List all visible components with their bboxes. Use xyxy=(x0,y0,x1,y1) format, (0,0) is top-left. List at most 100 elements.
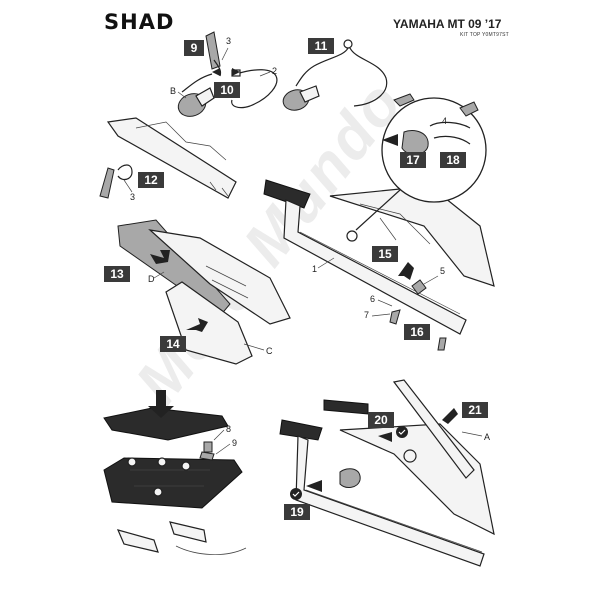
tool-12 xyxy=(99,167,115,199)
step-label-13: 13 xyxy=(110,267,124,281)
bike-outline-bottom xyxy=(175,545,247,555)
indicator-lamp-11-lens xyxy=(299,85,320,103)
brand-logo-text: SHAD xyxy=(104,10,175,34)
grab-ring-15 xyxy=(346,230,358,242)
step-badge-15: 15 xyxy=(372,246,398,262)
rack-top-20 xyxy=(323,399,369,415)
grab-handle-a xyxy=(392,379,475,479)
lamp-top-inset xyxy=(393,93,415,107)
bolt-hole-2 xyxy=(157,457,167,467)
step-badge-10: 10 xyxy=(214,82,240,98)
step-badge-19: 19 xyxy=(284,504,310,520)
grab-ring-20 xyxy=(403,449,417,463)
callout-3-left: 3 xyxy=(130,192,135,202)
rack-rail-edge xyxy=(299,231,461,315)
arrow-15 xyxy=(398,262,414,280)
arrow-14 xyxy=(186,318,208,332)
step-badge-11: 11 xyxy=(308,38,334,54)
group-rack-19-21 xyxy=(279,379,495,567)
bolt-8 xyxy=(203,441,213,453)
rack-rail-1 xyxy=(283,199,467,335)
frame-rail-12 xyxy=(106,117,237,199)
base-plate xyxy=(103,457,243,509)
wire-11 xyxy=(295,47,349,87)
rack-top-plate xyxy=(263,179,311,209)
callout-1: 1 xyxy=(312,264,317,274)
callout-6: 6 xyxy=(370,294,375,304)
step-label-20: 20 xyxy=(374,413,388,427)
wire-3 xyxy=(213,59,222,77)
step-label-21: 21 xyxy=(468,403,482,417)
group-frame-12 xyxy=(99,117,237,199)
wire-11b xyxy=(349,47,388,107)
step-badge-18: 18 xyxy=(440,152,466,168)
frame-lines-13 xyxy=(205,265,249,299)
arrow-20 xyxy=(378,432,392,442)
step-label-17: 17 xyxy=(406,153,420,167)
lamp-top-right xyxy=(459,101,479,117)
callout-leaders xyxy=(123,47,483,455)
spacer-5 xyxy=(411,279,427,295)
step-badge-16: 16 xyxy=(404,324,430,340)
bolt-hole-1 xyxy=(127,457,137,467)
base-plate-ribs xyxy=(130,469,210,487)
group-frame-13-14 xyxy=(117,219,291,365)
step-badge-13: 13 xyxy=(104,266,130,282)
washer-9 xyxy=(199,451,215,461)
check-icon-19 xyxy=(290,488,302,500)
frame-detail-12 xyxy=(135,121,227,161)
frame-body-13 xyxy=(148,229,291,325)
callout-3-top: 3 xyxy=(226,36,231,46)
group-rack-15-16 xyxy=(263,179,495,351)
frame-holes-12 xyxy=(209,181,229,197)
callout-a: A xyxy=(484,432,490,442)
wire-2 xyxy=(231,69,278,109)
step-badge-20: 20 xyxy=(368,412,394,428)
step-label-11: 11 xyxy=(315,39,328,53)
arrow-19 xyxy=(306,480,322,492)
step-badge-17: 17 xyxy=(400,152,426,168)
connector-tool xyxy=(205,31,221,70)
wire-b xyxy=(181,73,213,93)
arrow-17 xyxy=(382,134,398,146)
group-topcase-plate xyxy=(103,390,247,555)
step-badge-21: 21 xyxy=(462,402,488,418)
inset-leader xyxy=(355,189,401,231)
callout-7: 7 xyxy=(364,310,369,320)
step-badge-12: 12 xyxy=(138,172,164,188)
push-arrow-left xyxy=(212,68,220,76)
kit-code: KIT TOP Y0MT97ST xyxy=(460,32,509,38)
callout-b: B xyxy=(170,86,176,96)
indicator-inset xyxy=(401,130,429,155)
inset-wires xyxy=(429,121,471,145)
bolt-7 xyxy=(389,309,401,325)
callout-5: 5 xyxy=(440,266,445,276)
callout-d: D xyxy=(148,274,155,284)
callout-9: 9 xyxy=(232,438,237,448)
rack-rail-edge-19 xyxy=(305,489,483,553)
check-icon-20 xyxy=(396,426,408,438)
callout-8: 8 xyxy=(226,424,231,434)
group-inset-17-18 xyxy=(355,93,487,231)
arrow-down-plate xyxy=(148,390,174,418)
step-label-18: 18 xyxy=(446,153,460,167)
callout-4: 4 xyxy=(442,116,447,126)
step-label-16: 16 xyxy=(410,325,424,339)
step-label-9: 9 xyxy=(191,41,198,55)
arrow-13 xyxy=(150,250,170,264)
step-badge-14: 14 xyxy=(160,336,186,352)
arrow-21 xyxy=(442,408,458,424)
step-badges: 9 10 11 12 13 14 xyxy=(104,38,488,520)
lamp-bottom-2 xyxy=(169,521,207,543)
callout-c: C xyxy=(266,346,273,356)
rack-end-19 xyxy=(279,419,323,441)
group-indicator-11 xyxy=(282,39,388,111)
push-arrow-right xyxy=(232,68,240,76)
step-label-10: 10 xyxy=(220,83,234,97)
lamp-bottom-1 xyxy=(116,529,159,553)
wire-ring xyxy=(343,39,353,49)
indicator-19 xyxy=(339,468,361,488)
model-title: YAMAHA MT 09 ’17 xyxy=(393,17,502,31)
